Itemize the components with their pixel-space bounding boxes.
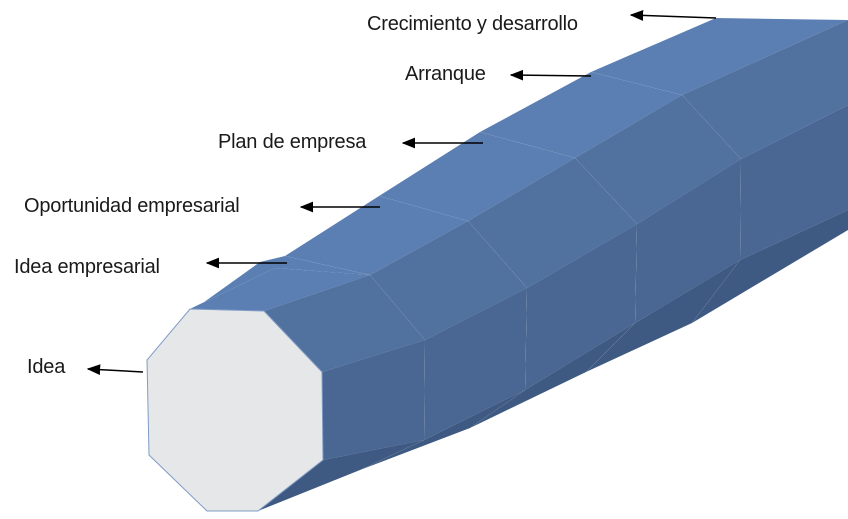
label-arranque: Arranque — [405, 63, 486, 85]
label-plan-de-empresa: Plan de empresa — [218, 131, 367, 153]
label-idea-empresarial: Idea empresarial — [14, 256, 160, 278]
arrow-idea — [86, 364, 144, 376]
arrow-arranque — [509, 69, 592, 81]
label-idea: Idea — [27, 356, 66, 378]
arrow-crecimiento-y-desarrollo — [629, 10, 717, 21]
prism-front-face-idea — [146, 308, 324, 512]
label-crecimiento-y-desarrollo: Crecimiento y desarrollo — [367, 13, 578, 35]
label-oportunidad-empresarial: Oportunidad empresarial — [24, 195, 240, 217]
prism-segment-idea-empresarial — [190, 256, 425, 511]
arrows — [86, 10, 717, 376]
